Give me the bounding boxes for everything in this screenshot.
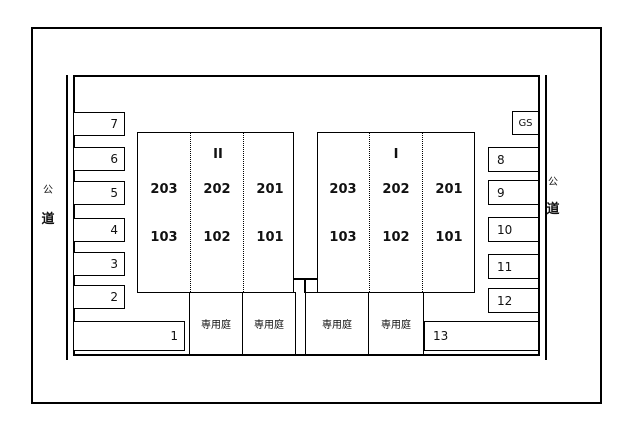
parking-slot-6: 6	[73, 147, 125, 171]
private-garden-1: 専用庭	[189, 292, 243, 355]
right-road-line	[545, 75, 547, 360]
site-bottom-line	[73, 354, 538, 356]
unit-202-II: 202	[203, 182, 231, 197]
map-frame	[31, 27, 602, 404]
connector-line	[304, 279, 306, 293]
unit-divider	[369, 133, 370, 292]
parking-slot-12: 12	[488, 288, 539, 313]
left-road-char-1: 公	[43, 185, 53, 196]
unit-divider	[243, 133, 244, 292]
right-road-char-1: 公	[548, 177, 558, 188]
unit-103-I: 103	[329, 230, 357, 245]
parking-slot-9: 9	[488, 180, 539, 205]
gs-box: GS	[512, 111, 539, 135]
parking-slot-8: 8	[488, 147, 539, 172]
unit-divider	[190, 133, 191, 292]
parking-slot-4: 4	[73, 218, 125, 242]
parking-slot-2: 2	[73, 285, 125, 309]
parking-slot-11: 11	[488, 254, 539, 279]
private-garden-3: 専用庭	[305, 292, 369, 355]
unit-202-I: 202	[382, 182, 410, 197]
connector-line	[294, 278, 317, 280]
unit-102-I: 102	[382, 230, 410, 245]
unit-divider	[422, 133, 423, 292]
parking-slot-7: 7	[73, 112, 125, 136]
unit-201-I: 201	[435, 182, 463, 197]
unit-201-II: 201	[256, 182, 284, 197]
unit-101-I: 101	[435, 230, 463, 245]
building-I	[317, 132, 475, 293]
unit-101-II: 101	[256, 230, 284, 245]
parking-slot-1: 1	[73, 321, 185, 351]
private-garden-4: 専用庭	[368, 292, 424, 355]
parking-slot-3: 3	[73, 252, 125, 276]
building-II	[137, 132, 294, 293]
parking-slot-13: 13	[424, 321, 539, 351]
building-I-label: I	[393, 147, 399, 162]
right-road-char-2: 道	[546, 202, 560, 217]
site-top-line	[73, 75, 538, 77]
unit-102-II: 102	[203, 230, 231, 245]
site-right-line	[538, 75, 540, 356]
site-left-line	[73, 75, 75, 356]
left-road-line	[66, 75, 68, 360]
private-garden-2: 専用庭	[242, 292, 296, 355]
parking-slot-5: 5	[73, 181, 125, 205]
left-road-char-2: 道	[41, 212, 55, 227]
unit-203-II: 203	[150, 182, 178, 197]
unit-103-II: 103	[150, 230, 178, 245]
building-II-label: II	[213, 147, 223, 162]
unit-203-I: 203	[329, 182, 357, 197]
parking-slot-10: 10	[488, 217, 539, 242]
